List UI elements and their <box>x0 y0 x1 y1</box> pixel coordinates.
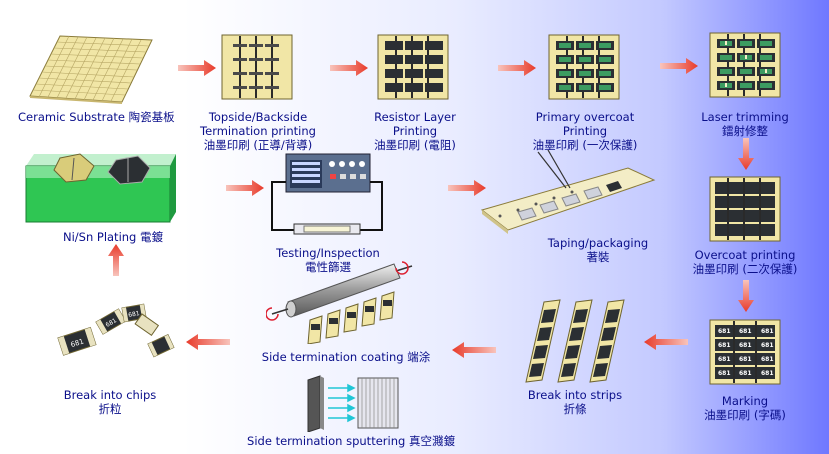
testing-machine-image <box>271 153 383 235</box>
primary-line-1: Primary overcoat <box>535 110 635 124</box>
testing-line-2: 電性篩選 <box>305 260 351 274</box>
overcoat-line-1: Overcoat printing <box>694 248 796 262</box>
marking-line-2: 油墨印刷 (字碼) <box>704 408 786 422</box>
arrow-testing-to-taping <box>448 180 486 196</box>
termination-printing-label: Topside/Backside Termination printing 油墨… <box>188 110 328 152</box>
sputtering-image <box>307 375 399 432</box>
arrow-laser-to-overcoat <box>738 138 754 170</box>
laser-trimming-image <box>709 32 781 98</box>
strips-label: Break into strips 折條 <box>510 388 640 416</box>
chips-line-2: 折粒 <box>98 402 122 416</box>
arrow-primary-to-laser <box>660 58 698 74</box>
resistor-line-1: Resistor Layer <box>374 110 456 124</box>
arrow-plating-to-testing <box>226 180 264 196</box>
svg-text:681: 681 <box>718 356 731 363</box>
strips-line-1: Break into strips <box>527 388 623 402</box>
laser-line-2: 鐳射修整 <box>722 124 768 138</box>
plating-bath-image <box>25 153 176 223</box>
laser-trimming-label: Laser trimming 鐳射修整 <box>680 110 810 138</box>
laser-line-1: Laser trimming <box>701 110 789 124</box>
arrow-sidecoat-to-chips <box>186 334 230 350</box>
arrow-overcoat-to-marking <box>738 280 754 312</box>
resistor-line-3: 油墨印刷 (電阻) <box>374 138 456 152</box>
svg-text:681: 681 <box>739 356 752 363</box>
taping-image <box>480 150 656 234</box>
side-coating-label: Side termination coating 端涂 <box>246 350 446 364</box>
svg-text:681: 681 <box>718 370 731 377</box>
termination-printing-image <box>221 34 293 100</box>
strips-line-2: 折條 <box>563 402 587 416</box>
svg-text:681: 681 <box>739 370 752 377</box>
arrow-termination-to-resistor <box>330 60 368 76</box>
svg-text:681: 681 <box>739 328 752 335</box>
svg-text:681: 681 <box>761 342 774 349</box>
svg-text:681: 681 <box>718 342 731 349</box>
chips-image: 681 681 681 <box>57 303 175 358</box>
svg-text:681: 681 <box>718 328 731 335</box>
svg-text:681: 681 <box>739 342 752 349</box>
strips-image <box>525 299 625 383</box>
arrow-resistor-to-primary <box>498 60 536 76</box>
primary-overcoat-image <box>548 34 620 100</box>
side-coating-image <box>266 261 413 344</box>
resistor-layer-image <box>377 34 449 100</box>
taping-line-1: Taping/packaging <box>547 236 649 250</box>
arrow-marking-to-strips <box>644 334 688 350</box>
testing-label: Testing/Inspection 電性篩選 <box>258 246 398 274</box>
side-coating-text: Side termination coating 端涂 <box>261 350 431 364</box>
resistor-layer-label: Resistor Layer Printing 油墨印刷 (電阻) <box>350 110 480 152</box>
overcoat-printing-label: Overcoat printing 油墨印刷 (二次保護) <box>675 248 815 276</box>
primary-line-3: 油墨印刷 (一次保護) <box>532 138 638 152</box>
primary-line-2: Printing <box>562 124 608 138</box>
ceramic-substrate-image <box>29 35 153 104</box>
ceramic-substrate-label: Ceramic Substrate 陶瓷基板 <box>18 110 188 124</box>
primary-overcoat-label: Primary overcoat Printing 油墨印刷 (一次保護) <box>520 110 650 152</box>
marking-line-1: Marking <box>721 394 769 408</box>
termination-line-1: Topside/Backside <box>208 110 308 124</box>
svg-text:681: 681 <box>761 370 774 377</box>
ceramic-substrate-text: Ceramic Substrate 陶瓷基板 <box>18 110 175 124</box>
overcoat-printing-image <box>709 176 781 242</box>
overcoat-line-2: 油墨印刷 (二次保護) <box>692 262 798 276</box>
taping-label: Taping/packaging 著裝 <box>528 236 668 264</box>
marking-label: Marking 油墨印刷 (字碼) <box>680 394 810 422</box>
sputtering-text: Side termination sputtering 真空濺鍍 <box>247 434 455 448</box>
chips-label: Break into chips 折粒 <box>45 388 175 416</box>
arrow-ceramic-to-termination <box>178 60 216 76</box>
testing-line-1: Testing/Inspection <box>276 246 380 260</box>
termination-line-3: 油墨印刷 (正導/背導) <box>203 138 313 152</box>
chips-line-1: Break into chips <box>63 388 157 402</box>
svg-text:681: 681 <box>761 356 774 363</box>
taping-line-2: 著裝 <box>586 250 610 264</box>
sputtering-label: Side termination sputtering 真空濺鍍 <box>226 434 476 448</box>
svg-text:681: 681 <box>128 310 141 319</box>
svg-text:681: 681 <box>70 337 85 349</box>
arrow-strips-to-sidecoat <box>452 342 496 358</box>
arrow-chips-to-plating <box>108 244 124 276</box>
marking-image: 681 681 681 681 681 681 681 681 681 681 681 681 <box>709 319 781 385</box>
svg-text:681: 681 <box>761 328 774 335</box>
resistor-line-2: Printing <box>392 124 438 138</box>
svg-text:681: 681 <box>105 317 119 329</box>
plating-label: Ni/Sn Plating 電鍍 <box>38 230 188 244</box>
termination-line-2: Termination printing <box>200 124 316 138</box>
plating-text: Ni/Sn Plating 電鍍 <box>62 230 164 244</box>
